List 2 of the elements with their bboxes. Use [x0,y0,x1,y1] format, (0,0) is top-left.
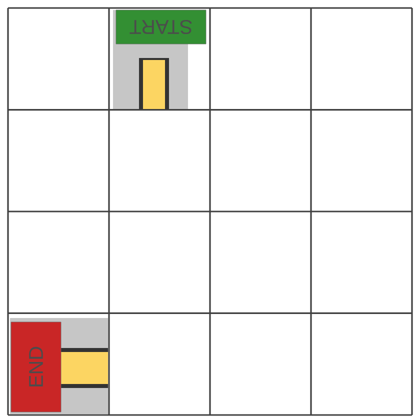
sign-box: END [10,322,62,412]
sign-box: START [116,10,206,44]
